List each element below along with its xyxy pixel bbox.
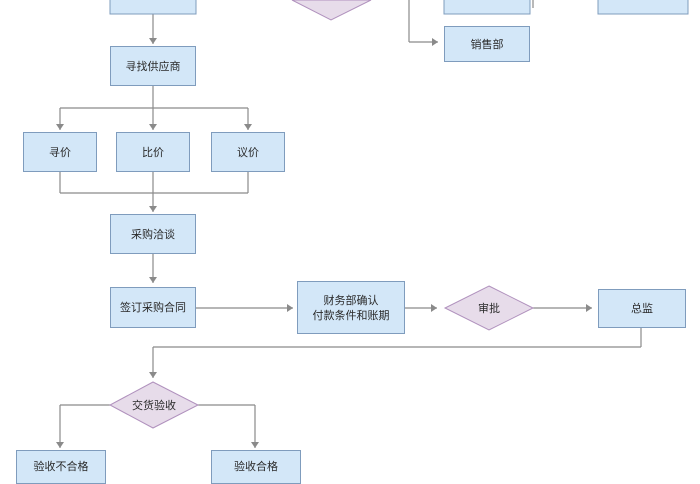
flowchart-canvas (56, 0, 689, 448)
find-supplier-node: 寻找供应商 (110, 46, 196, 86)
negotiate-node: 议价 (211, 132, 285, 172)
sales-dept-node: 销售部 (444, 26, 530, 62)
approve-decision: 审批 (478, 302, 500, 315)
finance-confirm-line1: 财务部确认 (323, 293, 379, 307)
delivery-check-decision: 交货验收 (132, 399, 176, 412)
finance-confirm-line2: 付款条件和账期 (312, 308, 390, 322)
compare-price-node: 比价 (116, 132, 190, 172)
check-pass-node: 验收合格 (211, 450, 301, 484)
director-node: 总监 (598, 289, 686, 328)
check-fail-node: 验收不合格 (16, 450, 106, 484)
sign-contract-node: 签订采购合同 (110, 287, 196, 328)
procurement-talk-node: 采购洽谈 (110, 214, 196, 254)
finance-confirm-node: 财务部确认 付款条件和账期 (297, 281, 405, 334)
inquiry-node: 寻价 (23, 132, 97, 172)
